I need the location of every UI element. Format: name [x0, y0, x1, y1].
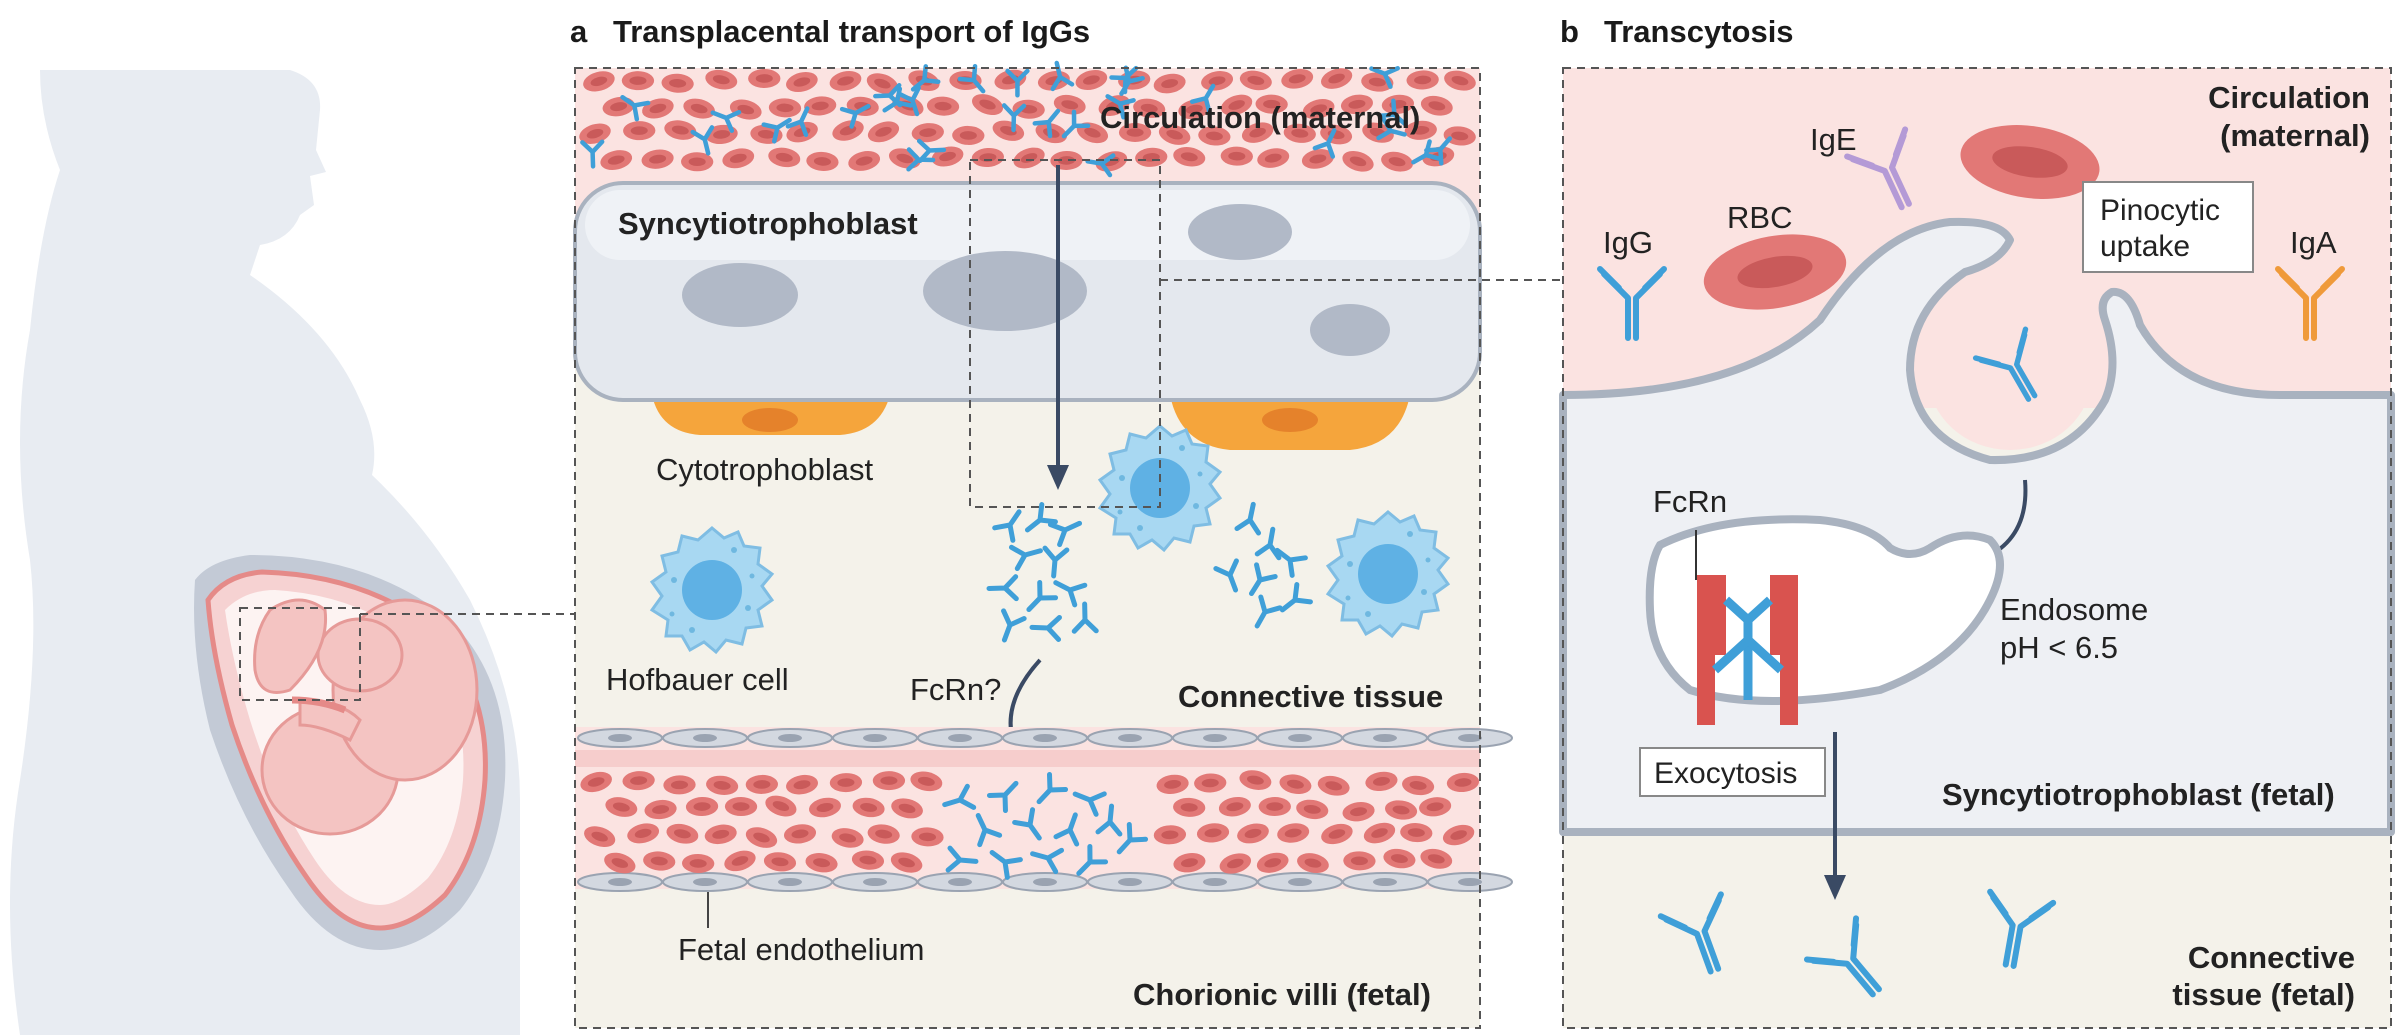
umbilical-cord: [291, 696, 347, 714]
fetal-endothelium-top: [577, 728, 1513, 748]
circulation-line1: Circulation: [2208, 80, 2370, 115]
endothelial-nucleus: [1458, 878, 1482, 886]
panel-a: a Transplacental transport of IgGs Circu…: [570, 14, 1560, 1029]
panel-b: b Transcytosis Circulation (maternal) Ig…: [1559, 14, 2395, 1029]
exocytosis-label: Exocytosis: [1654, 757, 1797, 790]
endothelial-nucleus: [1373, 878, 1397, 886]
iga-label: IgA: [2290, 225, 2337, 260]
endothelial-nucleus: [1118, 878, 1142, 886]
igg-label: IgG: [1603, 225, 1653, 260]
endothelial-nucleus: [608, 878, 632, 886]
circulation-line2: (maternal): [2220, 118, 2370, 153]
endothelial-nucleus: [778, 734, 802, 742]
endothelial-nucleus: [608, 734, 632, 742]
connective-line2: tissue (fetal): [2172, 977, 2355, 1012]
pregnant-silhouette: [10, 70, 575, 1035]
syncytiotrophoblast-label: Syncytiotrophoblast: [618, 206, 918, 241]
ige-icon: [1844, 126, 1912, 211]
endothelial-nucleus: [778, 878, 802, 886]
pinocytic-uptake-box: [2082, 181, 2254, 273]
exocytosis-box: [1639, 747, 1826, 797]
endothelial-nucleus: [863, 734, 887, 742]
endothelial-nucleus: [1033, 878, 1057, 886]
ige-label: IgE: [1810, 122, 1857, 157]
circulation-maternal-label: Circulation (maternal): [1100, 100, 1420, 135]
endothelial-nucleus: [1033, 734, 1057, 742]
fetal-rbc: [872, 771, 906, 791]
maternal-rbc: [621, 71, 655, 91]
endothelial-nucleus: [1288, 878, 1312, 886]
fetal-endothelium-label: Fetal endothelium: [678, 932, 924, 967]
transport-arrow: [1047, 165, 1069, 490]
endothelial-nucleus: [948, 878, 972, 886]
panel-b-title: Transcytosis: [1604, 14, 1794, 49]
fcrn-label: FcRn: [1653, 484, 1727, 519]
rbc-b-1: [1960, 125, 2100, 199]
iga-icon: [2275, 266, 2345, 341]
zoom-box: [239, 607, 361, 701]
endothelial-nucleus: [1288, 734, 1312, 742]
pinocytic-vesicle: [1928, 300, 2092, 450]
endosome-line2: pH < 6.5: [2000, 630, 2118, 665]
syncytiotrophoblast-fetal-label: Syncytiotrophoblast (fetal): [1942, 777, 2335, 812]
endosome-line1: Endosome: [2000, 592, 2148, 627]
panel-a-title: Transplacental transport of IgGs: [613, 14, 1090, 49]
endothelial-nucleus: [1203, 734, 1227, 742]
endothelial-nucleus: [693, 734, 717, 742]
endothelial-nucleus: [1203, 878, 1227, 886]
rbc-b-2: [1703, 234, 1847, 310]
panel-b-letter: b: [1560, 14, 1579, 49]
endothelial-nucleus: [863, 878, 887, 886]
hofbauer-cell-label: Hofbauer cell: [606, 662, 789, 697]
connective-line1: Connective: [2188, 940, 2355, 975]
panel-b-border: [1562, 67, 2392, 1029]
pinocytic-line2: uptake: [2100, 230, 2190, 263]
chorionic-villi-label: Chorionic villi (fetal): [1133, 977, 1431, 1012]
connective-tissue-label: Connective tissue: [1178, 679, 1443, 714]
fetal-rbc: [1258, 796, 1291, 817]
panel-a-letter: a: [570, 14, 588, 49]
pinocytic-line1: Pinocytic: [2100, 194, 2220, 227]
endothelial-nucleus: [693, 878, 717, 886]
endothelial-nucleus: [948, 734, 972, 742]
fcrn-question-label: FcRn?: [910, 672, 1001, 707]
syncytiotrophoblast: [573, 181, 1482, 402]
endothelial-nucleus: [1373, 734, 1397, 742]
endothelial-nucleus: [1458, 734, 1482, 742]
cytotrophoblast-label: Cytotrophoblast: [656, 452, 874, 487]
cytotrophoblast-left: [652, 395, 890, 435]
fetus: [253, 598, 479, 836]
cytotrophoblast-right: [1170, 395, 1410, 450]
maternal-rbc: [748, 68, 781, 88]
exocytosis-arrow: [1824, 732, 1846, 900]
endothelial-nucleus: [1118, 734, 1142, 742]
fetal-endothelium-bottom: [577, 872, 1513, 892]
fcrn-receptor: [1697, 575, 1798, 725]
zoom-box-a: [969, 159, 1161, 508]
rbc-label: RBC: [1727, 200, 1792, 235]
panel-a-border: [574, 67, 1481, 1029]
